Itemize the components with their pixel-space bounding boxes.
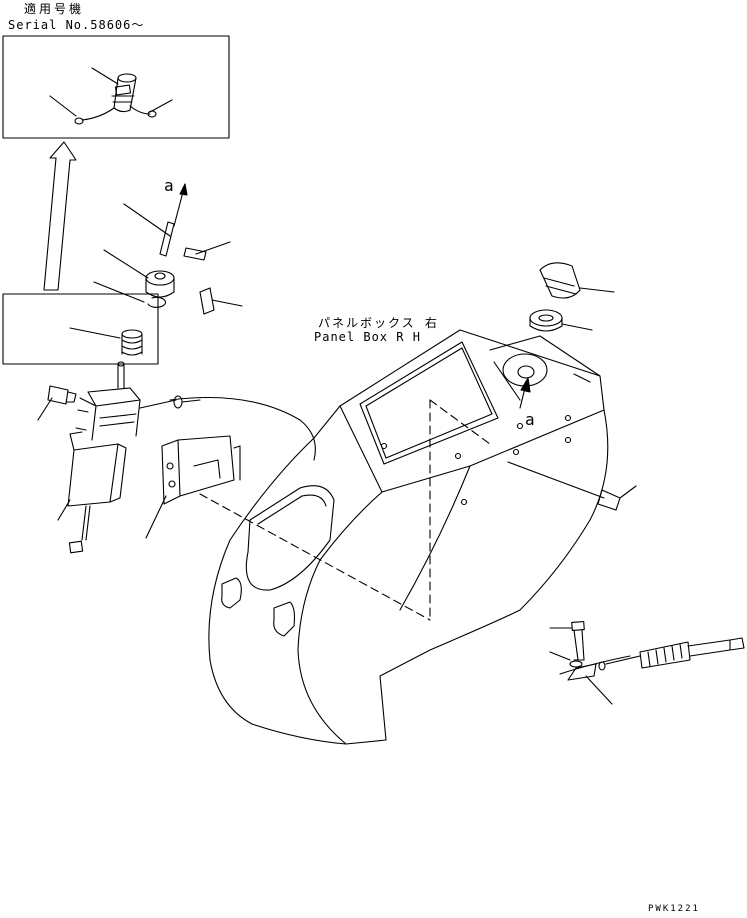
- spring-inset-box: [2, 293, 159, 365]
- mounting-bracket: [145, 435, 241, 539]
- serial-number-label: Serial No.58606～: [8, 18, 145, 32]
- drawing-number: PWK1221: [648, 904, 700, 914]
- serial-inset-box: [2, 35, 230, 139]
- panel-box-label-jp: パネルボックス 右: [318, 316, 439, 330]
- view-marker-a-top: a: [164, 176, 175, 195]
- applicable-machines-label: 適用号機: [24, 2, 85, 16]
- knob-and-nut: [529, 262, 615, 332]
- switch-body: [37, 361, 201, 554]
- panel-box-label-en: Panel Box R H: [314, 330, 421, 344]
- panel-box: [169, 329, 637, 745]
- detail-arrow: [43, 141, 77, 291]
- view-marker-a-panel: a: [525, 410, 536, 429]
- switch-assembly: [93, 183, 243, 315]
- cable-assembly: [549, 621, 745, 705]
